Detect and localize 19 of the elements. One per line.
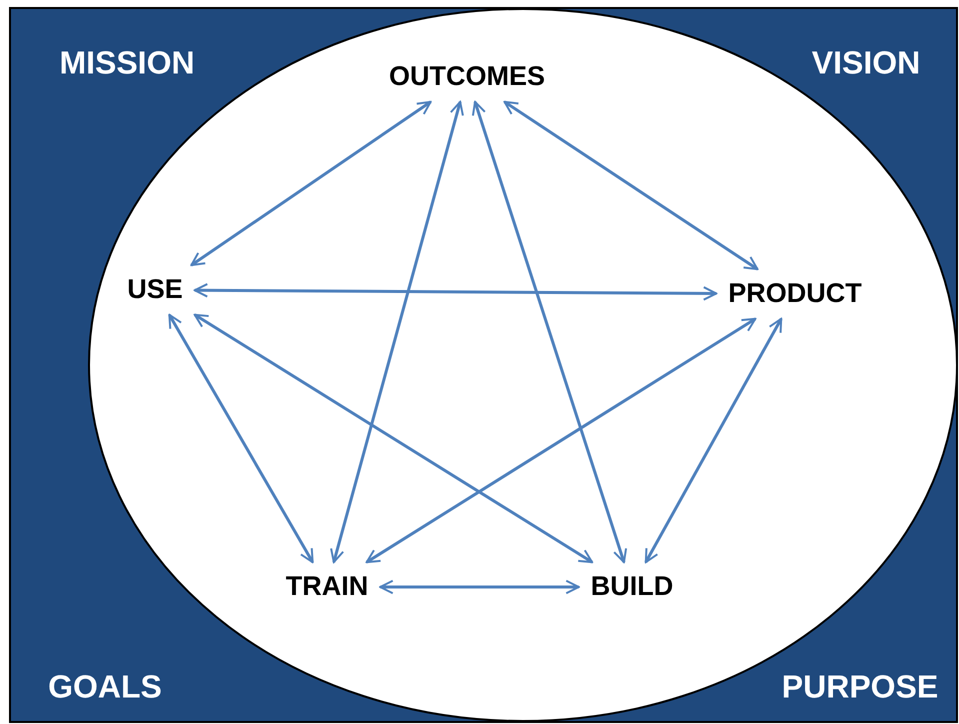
double-arrow <box>366 318 756 564</box>
node-label: TRAIN <box>286 572 368 602</box>
double-arrow <box>504 100 758 270</box>
double-arrow <box>379 580 580 594</box>
double-arrow <box>190 100 432 266</box>
corner-label: MISSION <box>59 45 195 81</box>
double-arrow <box>194 283 718 301</box>
node-label: BUILD <box>590 572 674 602</box>
node-label: OUTCOMES <box>389 62 545 92</box>
double-arrow <box>330 100 464 564</box>
node-label: USE <box>127 275 183 305</box>
corner-label: VISION <box>812 45 920 81</box>
corner-label: PURPOSE <box>782 669 938 705</box>
double-arrow <box>472 100 628 564</box>
double-arrow <box>168 314 314 564</box>
double-arrow <box>644 318 782 564</box>
double-arrow <box>194 313 594 564</box>
node-label: PRODUCT <box>728 279 862 309</box>
corner-label: GOALS <box>48 669 162 705</box>
